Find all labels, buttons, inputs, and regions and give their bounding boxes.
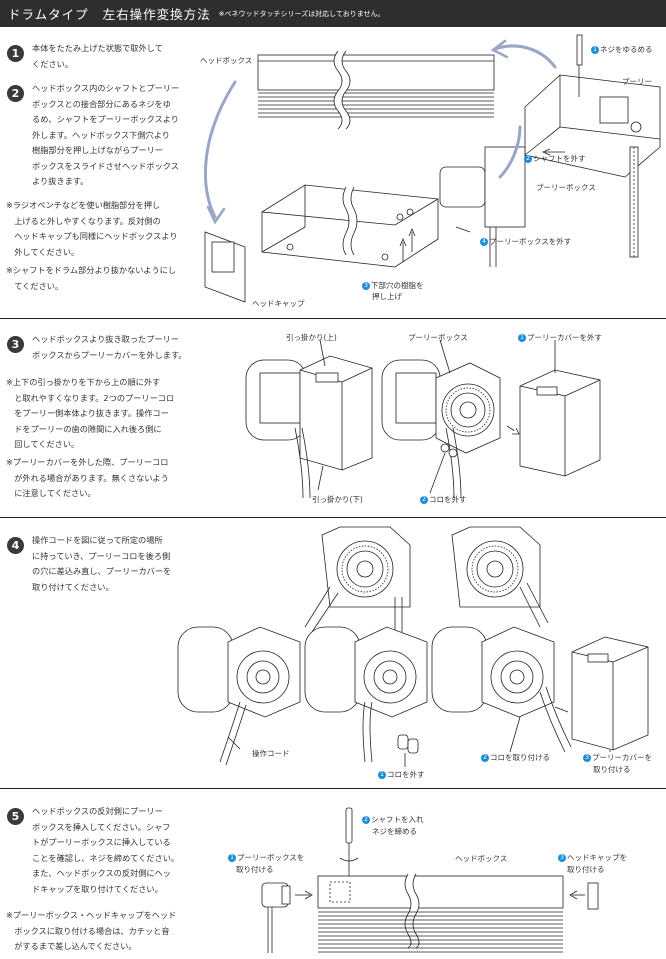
step-number-1: 1 [7, 45, 24, 62]
label-headbox: ヘッドボックス [200, 56, 253, 65]
step-number-5: 5 [7, 808, 24, 825]
step-2-text: ヘッドボックス内のシャフトとプーリー ボックスとの接合部分にあるネジをゆ るめ、… [32, 83, 180, 186]
step-number-3: 3 [7, 336, 24, 353]
step-number-2: 2 [7, 85, 24, 102]
page-subtitle: 左右操作変換方法 [102, 7, 211, 22]
label-shaft-screw-2: ネジを締める [372, 827, 417, 836]
step-1-text: 本体をたたみ上げた状態で取外して ください。 [32, 43, 163, 69]
label-headbox-2: ヘッドボックス [455, 854, 508, 863]
section-divider-2 [0, 517, 666, 518]
label-hook-bottom: 引っ掛かり(下) [312, 495, 363, 504]
section-divider-3 [0, 788, 666, 789]
callout-1: 1 [591, 46, 599, 54]
label-pulley-box-2: プーリーボックス [408, 333, 468, 342]
callout-3: 3 [362, 282, 370, 290]
callout-3: 3 [558, 854, 566, 862]
callout-1: 1 [518, 334, 526, 342]
step-2-note-1: ※ラジオペンチなどを使い樹脂部分を押し 上げると外しやすくなります。反対側の ヘ… [6, 200, 178, 257]
label-pulley-box: プーリーボックス [536, 183, 596, 192]
step-4-text: 操作コードを図に従って所定の場所 に持っていき、プーリーコロを後ろ側 の穴に差込… [32, 535, 172, 592]
step-3-note-2: ※プーリーカバーを外した際、プーリーコロ が外れる場合があります。無くさないよう… [6, 457, 169, 498]
step-number-4: 4 [7, 537, 24, 554]
label-attach-cover-2: 取り付ける [593, 765, 631, 774]
page-header: ドラムタイプ 左右操作変換方法 ※ベネウッドタッチシリーズは対応しておりません。 [0, 0, 666, 27]
label-headcap: ヘッドキャップ [252, 299, 305, 308]
label-cord: 操作コード [252, 749, 290, 758]
callout-2: 2 [481, 754, 489, 762]
label-hook-top: 引っ掛かり(上) [286, 333, 337, 342]
callout-3: 3 [583, 754, 591, 762]
callout-1: 1 [228, 854, 236, 862]
header-note: ※ベネウッドタッチシリーズは対応しておりません。 [218, 9, 385, 18]
removal-illustration [203, 34, 661, 303]
step-3-note-1: ※上下の引っ掛かりを下から上の順に外す と取れやすくなります。2つのプーリーコロ… [6, 377, 175, 449]
callout-1: 1 [378, 771, 386, 779]
step-5-note: ※プーリーボックス・ヘッドキャップをヘッド ボックスに取り付ける場合は、カチッと… [6, 910, 177, 951]
reinstall-illustration [261, 807, 599, 953]
callout-2: 2 [362, 816, 370, 824]
callout-4: 4 [480, 238, 488, 246]
cover-removal-illustration [245, 339, 601, 499]
step-2-note-2: ※シャフトをドラム部分より抜かないようにし てください。 [6, 265, 177, 291]
step-5-text: ヘッドボックスの反対側にプーリー ボックスを挿入してください。シャフ トがプーリ… [32, 806, 180, 894]
label-push-resin-2: 押し上げ [372, 292, 402, 301]
section-divider-1 [0, 318, 666, 319]
callout-2: 2 [420, 496, 428, 504]
callout-2: 2 [524, 155, 532, 163]
page-title: ドラムタイプ [8, 7, 89, 22]
label-attach-headcap-2: 取り付ける [567, 865, 605, 874]
label-pulley: プーリー [622, 77, 652, 86]
step-3-text: ヘッドボックスより抜き取ったプーリー ボックスからプーリーカバーを外します。 [32, 334, 187, 360]
cord-reroute-illustration [177, 526, 649, 767]
label-attach-pulley-box-2: 取り付ける [236, 865, 274, 874]
